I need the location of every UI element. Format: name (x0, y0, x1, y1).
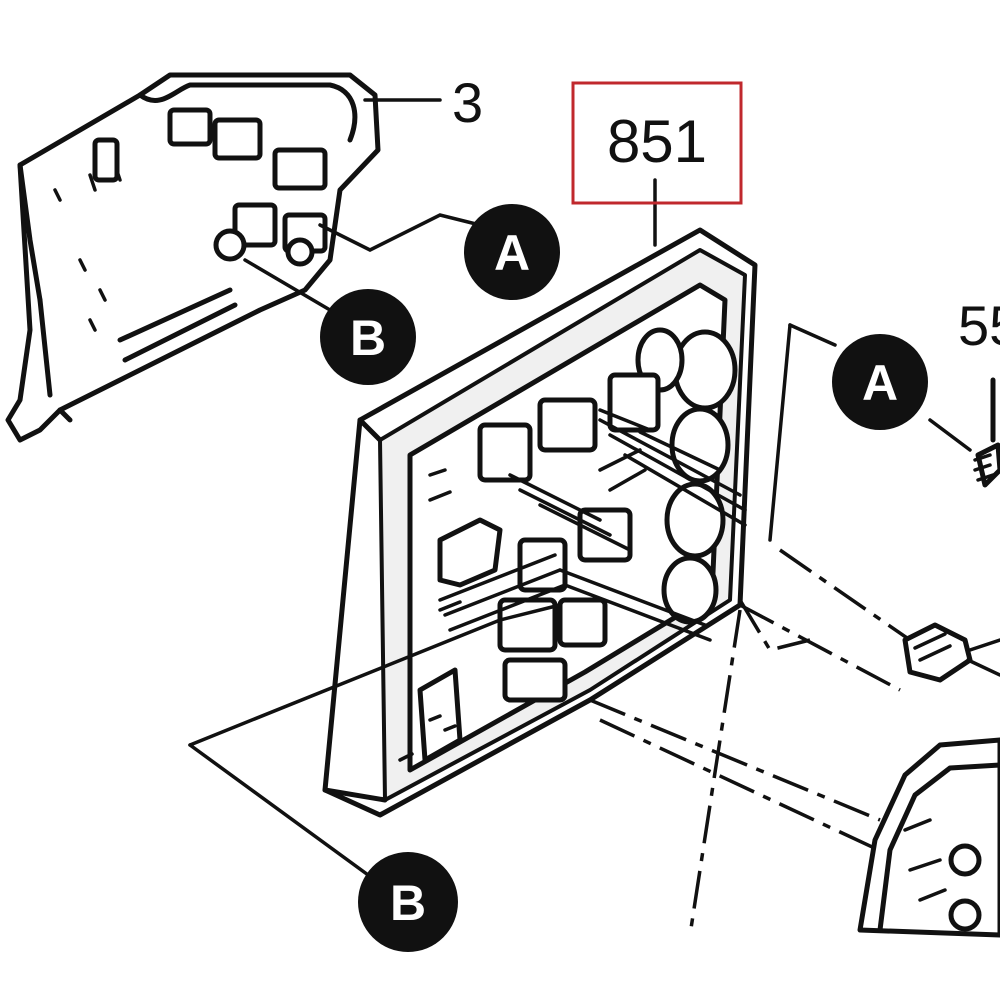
panel-part-851 (322, 227, 758, 818)
wire-bundle (188, 408, 747, 882)
svg-text:A: A (494, 225, 530, 281)
svg-text:A: A (862, 355, 898, 411)
part-number-851: 851 (607, 108, 707, 175)
badge-b-top: B (320, 289, 416, 385)
leader-a-top (318, 213, 482, 252)
badge-a-right: A (832, 334, 928, 430)
badge-b-bottom: B (358, 852, 458, 952)
part-number-3: 3 (452, 71, 483, 134)
leader-b-top (243, 258, 332, 312)
svg-text:B: B (350, 310, 386, 366)
badge-a-top: A (464, 204, 560, 300)
bracket-assembly-part-3 (5, 72, 381, 443)
highlight-box-851 (571, 81, 743, 205)
screw-part-55 (973, 377, 1000, 488)
housing-bottom-right (857, 737, 1000, 938)
assembly-dashed-lines (589, 323, 972, 936)
part-number-55: 55 (958, 294, 1000, 357)
svg-text:B: B (390, 875, 426, 931)
connector-right (902, 622, 1000, 683)
